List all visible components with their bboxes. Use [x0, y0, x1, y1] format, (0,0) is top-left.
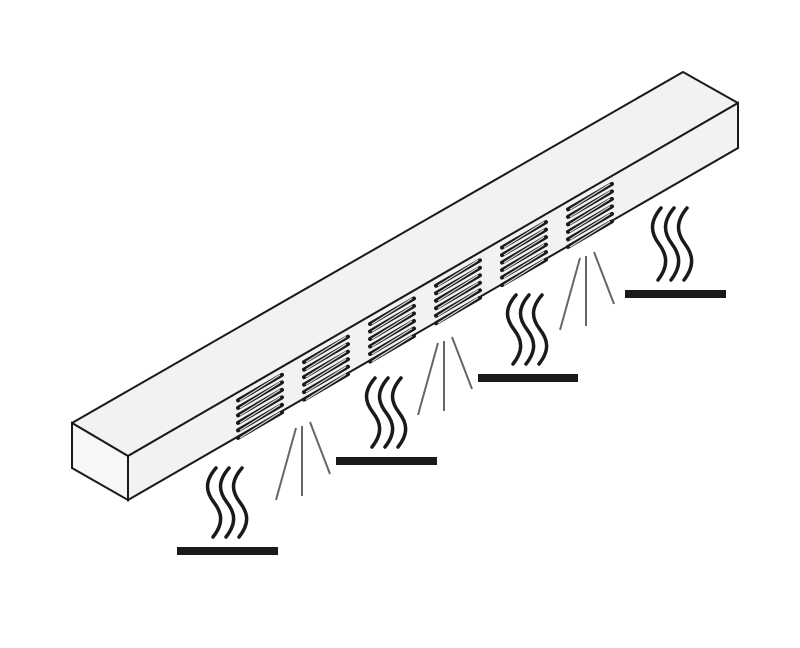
vent-slat-highlight [239, 411, 281, 439]
vent-slat-highlight [239, 374, 281, 401]
light-beam [417, 336, 473, 416]
heat-wave-icon [364, 376, 382, 449]
vent-slat-highlight [569, 190, 611, 218]
vent-slat-highlight [437, 297, 479, 324]
heat-wave-icon [231, 466, 249, 539]
vent-slat-highlight [305, 366, 347, 393]
light-ray [275, 427, 297, 501]
heater-body [71, 71, 739, 502]
heated-surface [177, 547, 278, 555]
vent-slat-highlight [305, 358, 347, 386]
vent-slat-highlight [503, 259, 545, 286]
heated-surface [336, 457, 437, 465]
vent-slat-highlight [305, 373, 347, 401]
light-beam [275, 421, 331, 501]
vent-slat-highlight [371, 320, 413, 347]
heater-top-face [71, 71, 739, 457]
vent-slat-highlight [503, 229, 545, 256]
vent-slat-highlight [503, 251, 545, 279]
vent-slat-highlight [239, 389, 281, 416]
vent-slat-highlight [569, 198, 611, 225]
vent-slat-highlight [305, 336, 347, 363]
heat-zone [177, 466, 278, 555]
heat-wave-icon [531, 293, 549, 366]
vent-grille [566, 181, 614, 249]
light-beams [275, 251, 615, 501]
heat-wave-icon [218, 466, 236, 539]
heat-zones [177, 206, 726, 555]
vent-slat-highlight [371, 327, 413, 355]
heat-wave-icon [518, 293, 536, 366]
heat-wave-icon [377, 376, 395, 449]
vent-slat-highlight [503, 236, 545, 264]
heat-wave-icon [505, 293, 523, 366]
vent-slat-highlight [503, 244, 545, 271]
vent-slat-highlight [569, 205, 611, 233]
vent-slat-highlight [371, 312, 413, 340]
heated-surface [478, 374, 578, 382]
light-ray [417, 342, 439, 416]
vent-slat-highlight [437, 289, 479, 317]
light-ray [559, 257, 581, 331]
vent-slat-highlight [569, 220, 611, 248]
vent-slat-highlight [239, 381, 281, 409]
vent-slat-highlight [503, 221, 545, 249]
light-ray [451, 336, 473, 390]
vent-slat-highlight [371, 305, 413, 332]
vent-slat-highlight [569, 183, 611, 210]
light-beam [559, 251, 615, 331]
vent-slat-highlight [437, 274, 479, 302]
heat-wave-icon [650, 206, 668, 282]
vent-slat-highlight [305, 351, 347, 378]
vent-slat-highlight [569, 213, 611, 240]
vent-slat-highlight [305, 343, 347, 371]
vent-slat-highlight [437, 282, 479, 309]
heat-wave-icon [663, 206, 681, 282]
light-ray [309, 421, 331, 475]
vent-slat-highlight [239, 396, 281, 424]
heated-surface [625, 290, 726, 298]
vent-grille [368, 296, 416, 364]
light-ray [593, 251, 615, 305]
vent-grille [434, 258, 482, 326]
heat-zone [625, 206, 726, 298]
vent-slat-highlight [239, 404, 281, 431]
heater-end-face [71, 421, 129, 502]
vent-grille [500, 220, 548, 288]
vent-grille [236, 372, 284, 440]
heat-wave-icon [676, 206, 694, 282]
vent-grilles [236, 181, 614, 440]
heater-front-face [127, 101, 739, 502]
vent-slat-highlight [371, 335, 413, 362]
vent-slat-highlight [437, 259, 479, 287]
vent-slat-highlight [371, 297, 413, 325]
heat-wave-icon [390, 376, 408, 449]
heat-wave-icon [205, 466, 223, 539]
vent-grille [302, 334, 350, 402]
heat-zone [478, 293, 578, 382]
vent-slat-highlight [437, 267, 479, 294]
heat-zone [336, 376, 437, 465]
